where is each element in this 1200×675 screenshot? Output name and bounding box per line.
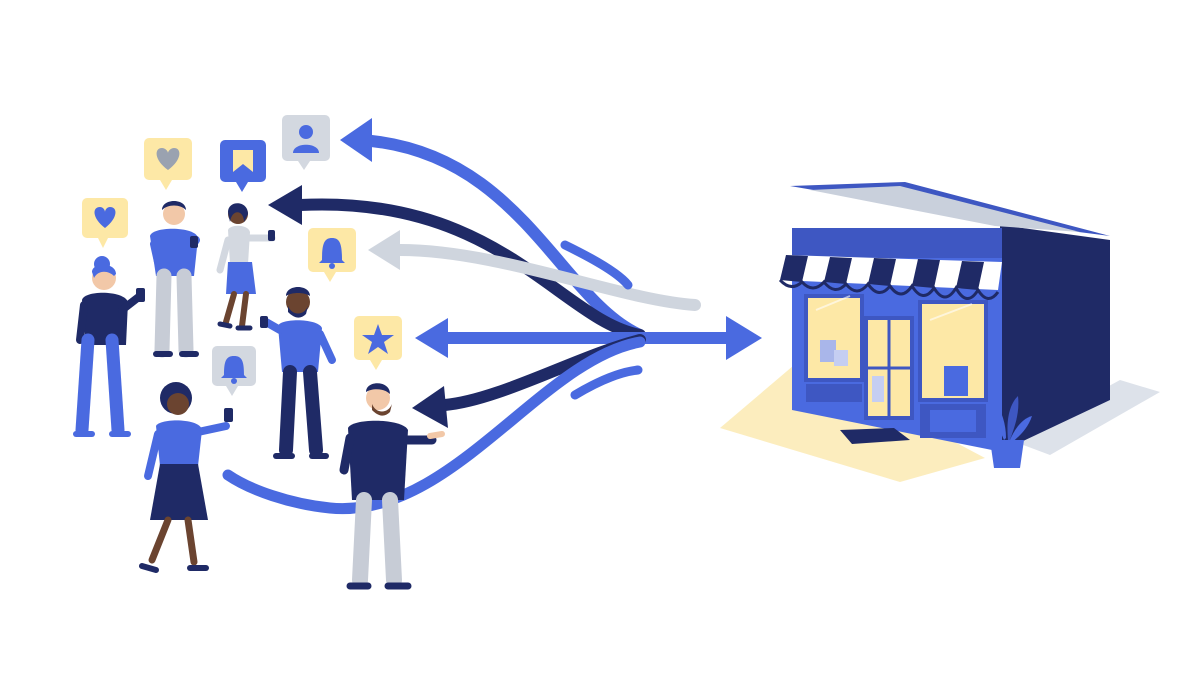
arrowhead-user <box>340 118 372 162</box>
potted-plant <box>990 396 1032 468</box>
star-icon <box>362 324 394 354</box>
user-bubble <box>282 115 330 170</box>
store-awning <box>778 255 1002 300</box>
heart-icon <box>156 148 180 170</box>
bell-icon <box>221 356 247 384</box>
arrowhead-bookmark <box>268 185 302 225</box>
arrowhead-bell <box>368 230 400 270</box>
arrowhead-lower <box>412 386 448 428</box>
heart-bubble-top <box>144 138 192 190</box>
user-icon <box>293 125 319 153</box>
person-bearded-man <box>260 287 336 459</box>
bookmark-bubble <box>220 140 266 192</box>
store-window-left <box>804 294 864 382</box>
store-sign-band <box>792 228 1002 258</box>
bell-bubble-gray <box>212 346 256 396</box>
store-base-left <box>806 384 862 402</box>
person-woman-walking <box>216 203 276 331</box>
store-side-wall <box>1000 225 1110 452</box>
icon-bubbles <box>82 115 402 396</box>
star-bubble <box>354 316 402 370</box>
person-woman-curly <box>139 382 233 573</box>
people-group <box>73 201 445 590</box>
store-window-right <box>918 300 988 402</box>
storefront <box>720 182 1160 482</box>
person-woman-bun <box>73 256 145 437</box>
bell-icon <box>319 238 345 269</box>
swoosh-accent-lower <box>570 365 643 400</box>
bell-bubble-yellow <box>308 228 356 282</box>
arrowhead-star <box>415 318 448 358</box>
heart-icon <box>94 207 116 228</box>
flow-arrows <box>222 118 762 515</box>
arrow-to-bell <box>394 244 701 311</box>
store-shadow <box>1010 380 1160 455</box>
heart-bubble-left <box>82 198 128 248</box>
arrowhead-store <box>726 316 762 360</box>
bookmark-icon <box>233 150 253 172</box>
store-roof-rim <box>810 186 1080 232</box>
store-door <box>864 316 914 420</box>
store-doormat <box>840 428 910 444</box>
swoosh-accent-upper <box>560 240 633 290</box>
arrow-to-user-icon <box>354 134 646 341</box>
person-man-navy-sweater <box>339 383 445 590</box>
store-base-panel <box>930 410 976 432</box>
person-man-blue-shirt <box>150 201 200 358</box>
